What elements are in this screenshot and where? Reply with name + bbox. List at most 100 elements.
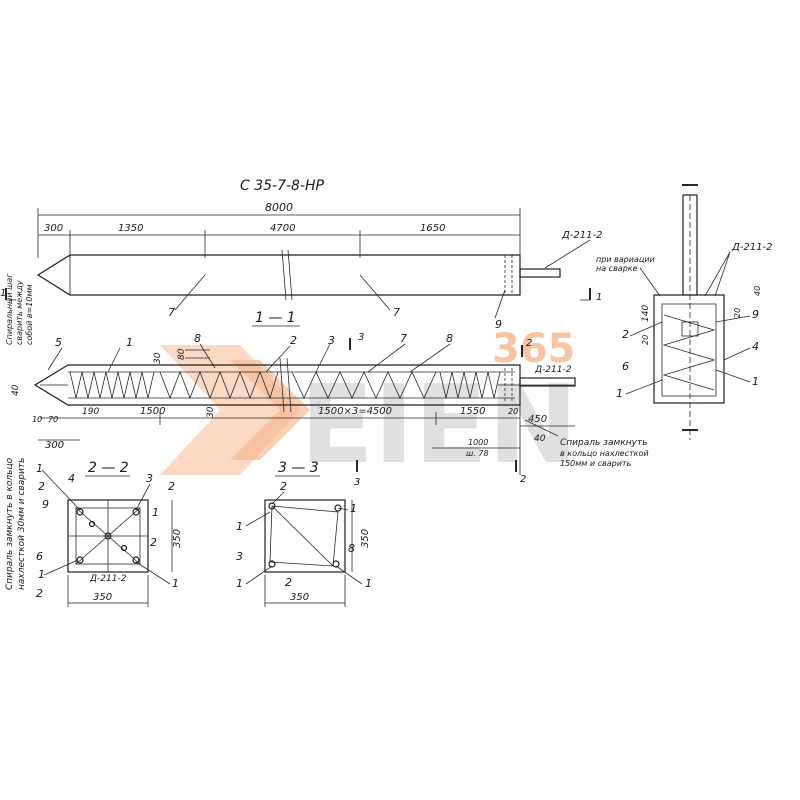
leader (494, 289, 506, 319)
head-dd-label: Д-211-2 (534, 365, 572, 375)
end-dim-40: 40 (753, 286, 762, 296)
leader (271, 491, 285, 505)
s22-callout-1a: 1 (36, 462, 43, 475)
leader (625, 379, 663, 395)
s33-height: 350 (360, 529, 371, 548)
s22-width: 350 (93, 592, 112, 603)
end-callout-4: 4 (752, 340, 759, 353)
break-line (281, 249, 287, 301)
end-callout-1a: 1 (752, 375, 759, 388)
s22-callout-4: 4 (68, 472, 75, 485)
section-2-2: 2 — 2 1 4 2 3 2 9 1 6 2 1 2 1 Д-211-2 (36, 460, 183, 607)
leader (135, 483, 151, 511)
callout-8b: 8 (446, 332, 453, 345)
callout-7a: 7 (168, 306, 175, 319)
dim-40-end: 40 (534, 434, 546, 444)
s33-callout-2b: 2 (285, 576, 292, 589)
end-note-1: при вариации (596, 255, 655, 264)
leader (107, 347, 121, 373)
leader (409, 343, 451, 373)
leader (714, 251, 731, 297)
rebar-dot (76, 556, 84, 564)
leader (335, 565, 363, 585)
cut-label-2-bottom: 2 (520, 474, 526, 485)
rebar-dot (88, 520, 96, 528)
end-view: Д-211-2 при вариации на сварке 9 2 6 4 1… (596, 184, 772, 440)
leader (704, 251, 731, 297)
rebar-dot (268, 560, 276, 568)
dim-80: 80 (177, 348, 187, 360)
leader (544, 239, 591, 269)
rebar-stub (519, 377, 576, 387)
callout-2: 2 (290, 334, 297, 347)
s33-callout-2a: 2 (280, 480, 287, 493)
s33-callout-3: 3 (236, 550, 243, 563)
dim-1000: 1000 (468, 438, 488, 447)
side-view: 8000 300 1350 4700 1650 Д-211-2 7 7 9 1 (0, 201, 602, 331)
pile-body-section (33, 364, 521, 406)
rebar-dot (132, 556, 140, 564)
rebar-stub (519, 268, 561, 278)
rebar-dot (268, 502, 276, 510)
s22-dd-label: Д-211-2 (89, 574, 127, 584)
s33-width: 350 (290, 592, 309, 603)
leader (265, 345, 291, 373)
end-dd-label: Д-211-2 (731, 242, 772, 253)
s33-callout-1d: 1 (365, 577, 372, 590)
section-2-2-title: 2 — 2 (88, 460, 129, 476)
cut-label-1-right: 1 (596, 292, 602, 303)
diag (271, 505, 334, 567)
dim-190: 190 (82, 407, 99, 417)
break-line (286, 357, 292, 413)
rebar-dot (334, 504, 342, 512)
dim-40-left: 40 (11, 384, 21, 396)
dim-20-head: 20 (508, 407, 518, 416)
s22-callout-1b: 1 (152, 506, 159, 519)
end-view-outline (653, 294, 725, 404)
leader (41, 469, 81, 511)
rebar-note: Д-211-2 (561, 230, 602, 241)
dim-1350: 1350 (118, 223, 143, 234)
s33-callout-8: 8 (348, 542, 355, 555)
section-3-3-outline (264, 499, 346, 573)
s22-callout-3: 3 (146, 472, 153, 485)
pile-body-side (36, 254, 521, 296)
callout-7b: 7 (393, 306, 400, 319)
s33-callout-1a: 1 (350, 502, 357, 515)
leader (639, 267, 661, 297)
spiral-note-left-2: нахлесткой 30мм и сварить (17, 458, 27, 590)
dim-300: 300 (44, 223, 63, 234)
leader (715, 315, 751, 323)
leader (367, 343, 406, 373)
spiral-left (159, 370, 279, 400)
end-spiral (662, 314, 716, 391)
section-3-3: 3 — 3 2 1 1 3 8 1 2 1 350 350 (236, 460, 372, 607)
s22-height: 350 (172, 529, 183, 548)
callout-1: 1 (126, 336, 133, 349)
s22-callout-1c: 1 (38, 568, 45, 581)
end-note-2: на сварке (596, 264, 638, 273)
spiral-note-right-3: 150мм и сварить (560, 459, 632, 468)
spiral-note-left-1: Спираль замкнуть в кольцо (5, 457, 15, 590)
callout-9: 9 (495, 318, 502, 331)
leader (524, 419, 559, 437)
dim-70: 70 (48, 415, 58, 424)
leader (629, 321, 663, 337)
dim-4700: 4700 (270, 223, 295, 234)
cut-label-3-bottom: 3 (354, 477, 360, 488)
leader (135, 561, 171, 585)
section-3-3-title: 3 — 3 (278, 460, 319, 476)
break-line (287, 249, 293, 301)
end-inner-box (681, 321, 699, 337)
rebar-dot (104, 532, 112, 540)
s22-callout-2c: 2 (150, 536, 157, 549)
callout-7: 7 (400, 332, 407, 345)
spiral-note-right-2: в кольцо нахлесткой (560, 449, 649, 458)
end-dim-20-top: 20 (733, 308, 742, 318)
leader (47, 347, 63, 371)
end-callout-9: 9 (752, 308, 759, 321)
end-callout-2: 2 (622, 328, 629, 341)
dim-total-label: 8000 (265, 201, 293, 214)
